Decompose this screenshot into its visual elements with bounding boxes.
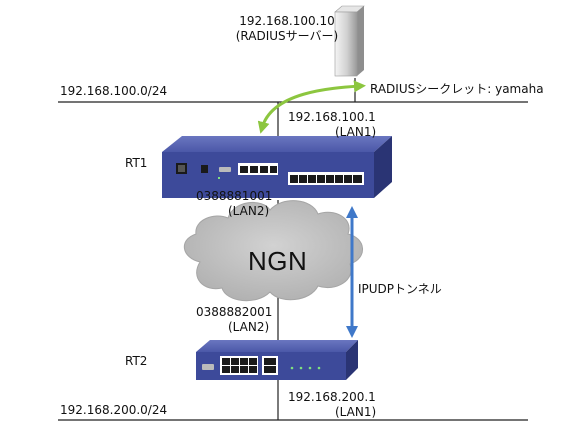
ngn-cloud-label: NGN <box>248 246 308 276</box>
network-bottom-label: 192.168.200.0/24 <box>60 403 168 417</box>
rt2-wan-if-label: (LAN2) <box>228 320 270 334</box>
rt1-wan-number-label: 0388881001 <box>196 189 273 203</box>
rt2-wan-number-label: 0388882001 <box>196 305 273 319</box>
server-name-label: (RADIUSサーバー) <box>235 29 339 43</box>
rt1-name-label: RT1 <box>125 156 148 170</box>
radius-auth-arrow <box>257 80 366 134</box>
radius-server-icon <box>334 5 365 77</box>
rt1-lan-ip-label: 192.168.100.1 <box>288 110 376 124</box>
server-ip-label: 192.168.100.10 <box>239 14 335 28</box>
rt2-router-icon <box>196 340 358 380</box>
rt1-router-icon <box>162 136 392 198</box>
radius-secret-label: RADIUSシークレット: yamaha <box>370 82 544 96</box>
rt1-wan-if-label: (LAN2) <box>228 204 270 218</box>
rt2-name-label: RT2 <box>125 354 148 368</box>
tunnel-label: IPUDPトンネル <box>358 282 442 296</box>
rt2-lan-if-label: (LAN1) <box>335 405 377 419</box>
rt1-lan-if-label: (LAN1) <box>335 125 377 139</box>
rt2-lan-ip-label: 192.168.200.1 <box>288 390 376 404</box>
network-top-label: 192.168.100.0/24 <box>60 84 168 98</box>
